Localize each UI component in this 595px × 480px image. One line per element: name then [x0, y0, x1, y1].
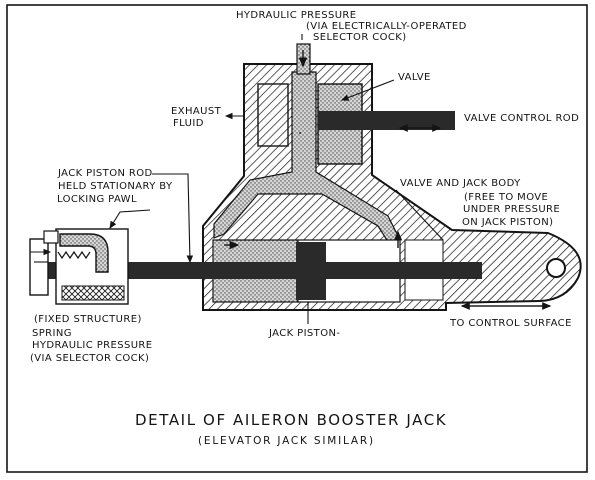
- diagram-title: DETAIL OF AILERON BOOSTER JACK: [135, 411, 447, 429]
- spring: [57, 250, 91, 260]
- label-exhaust-1: EXHAUST: [171, 106, 222, 117]
- label-valve: VALVE: [398, 72, 431, 83]
- label-hyd-pressure-left-2: (VIA SELECTOR COCK): [30, 353, 149, 364]
- label-hyd-pressure-top-2: (VIA ELECTRICALLY-OPERATED: [306, 21, 467, 32]
- label-valve-jack-body-3: UNDER PRESSURE: [463, 204, 560, 215]
- label-hyd-pressure-left-1: HYDRAULIC PRESSURE: [32, 340, 153, 351]
- jack-piston: [296, 242, 326, 300]
- motion-arrows: [398, 124, 552, 310]
- jack-piston-rod: [36, 262, 482, 279]
- label-fixed-structure: (FIXED STRUCTURE): [34, 314, 142, 325]
- label-valve-control-rod: VALVE CONTROL ROD: [464, 113, 579, 124]
- frame: [6, 4, 588, 473]
- valve-control-rod: [318, 111, 458, 130]
- label-valve-jack-body-2: (FREE TO MOVE: [464, 192, 548, 203]
- label-jack-piston-rod-3: LOCKING PAWL: [57, 194, 137, 205]
- eye-end: [546, 258, 566, 278]
- label-jack-piston-rod-2: HELD STATIONARY BY: [58, 181, 173, 192]
- locking-pawl: [43, 230, 109, 273]
- label-hyd-pressure-top-3: SELECTOR COCK): [313, 32, 407, 43]
- valve: [257, 83, 363, 165]
- hydraulic-inlet-pipe: [296, 43, 311, 75]
- label-valve-jack-body-1: VALVE AND JACK BODY: [400, 178, 521, 189]
- leader-lines: [30, 34, 444, 324]
- label-to-control-surface: TO CONTROL SURFACE: [449, 318, 572, 329]
- label-jack-piston-rod-1: JACK PISTON ROD: [57, 168, 153, 179]
- label-valve-jack-body-4: ON JACK PISTON): [462, 217, 553, 228]
- label-exhaust-2: FLUID: [173, 118, 204, 129]
- label-jack-piston: JACK PISTON-: [268, 328, 340, 339]
- diagram-subtitle: (ELEVATOR JACK SIMILAR): [198, 435, 375, 447]
- label-hyd-pressure-top-1: HYDRAULIC PRESSURE: [236, 10, 357, 21]
- label-spring: SPRING: [32, 328, 72, 339]
